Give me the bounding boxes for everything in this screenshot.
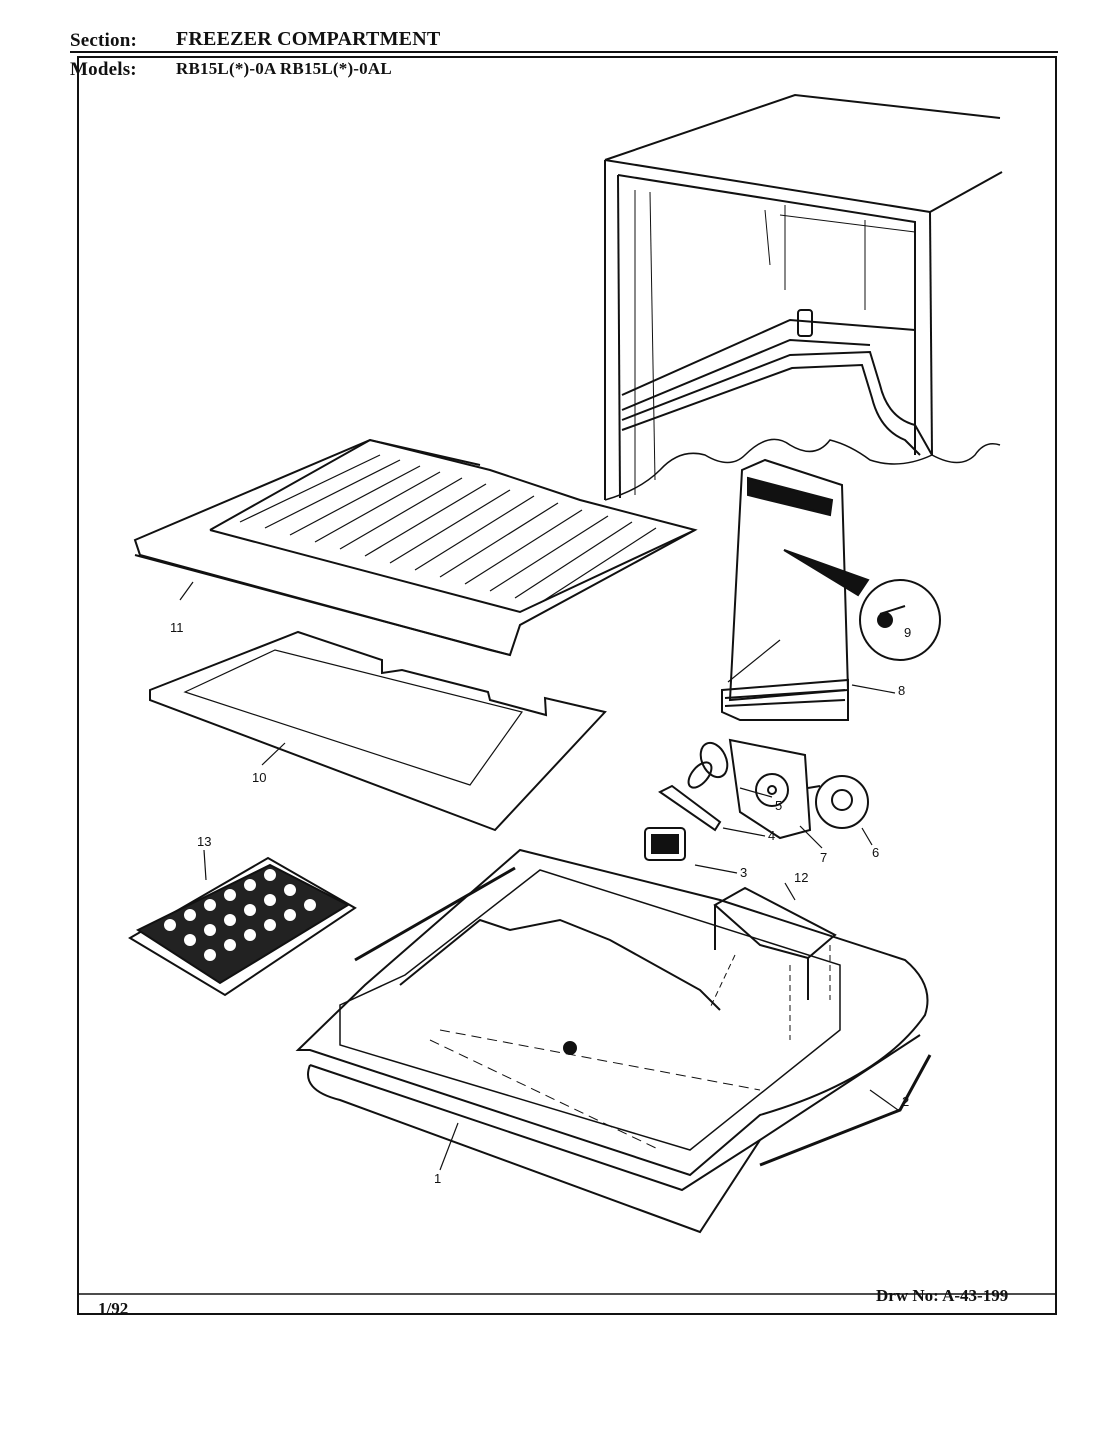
drawing-frame <box>70 51 1058 1315</box>
callout-1: 1 <box>434 1171 441 1186</box>
callout-10: 10 <box>252 770 266 785</box>
callout-3: 3 <box>740 865 747 880</box>
models-value: RB15L(*)-0A RB15L(*)-0AL <box>176 59 392 78</box>
callout-4: 4 <box>768 828 775 843</box>
part-10-shelf-glass <box>149 630 607 832</box>
section-label: Section: <box>70 30 138 51</box>
callout-11: 11 <box>170 620 184 635</box>
part-6-grommet-detail <box>807 775 869 829</box>
callout-5: 5 <box>775 798 782 813</box>
part-12-air-duct <box>709 886 837 1040</box>
part-8-evaporator-cover <box>721 458 850 721</box>
refrigerator-cabinet <box>604 93 1003 501</box>
section-title: FREEZER COMPARTMENT <box>176 28 441 50</box>
part-9-screw-detail <box>783 549 941 661</box>
part-11-shelf <box>133 438 698 657</box>
callout-6: 6 <box>872 845 879 860</box>
callout-9: 9 <box>904 625 911 640</box>
callout-numbers: 1 2 3 4 5 6 7 8 9 10 11 12 13 <box>170 620 911 1186</box>
callout-2: 2 <box>902 1094 909 1109</box>
callout-12: 12 <box>794 870 808 885</box>
revision-date: 1/92 <box>98 1299 129 1318</box>
callout-13: 13 <box>197 834 211 849</box>
part-7-fan-shroud <box>728 738 812 840</box>
callout-8: 8 <box>898 683 905 698</box>
callout-7: 7 <box>820 850 827 865</box>
models-label: Models: <box>70 59 137 80</box>
drawing-number: Drw No: A-43-199 <box>876 1286 1009 1305</box>
part-1-freezer-floor <box>295 848 929 1234</box>
part-2-gasket <box>354 866 932 1167</box>
part-13-ice-tray <box>128 856 357 997</box>
leader-lines <box>179 581 899 1171</box>
part-3-4-5-motor-assembly <box>644 741 729 861</box>
